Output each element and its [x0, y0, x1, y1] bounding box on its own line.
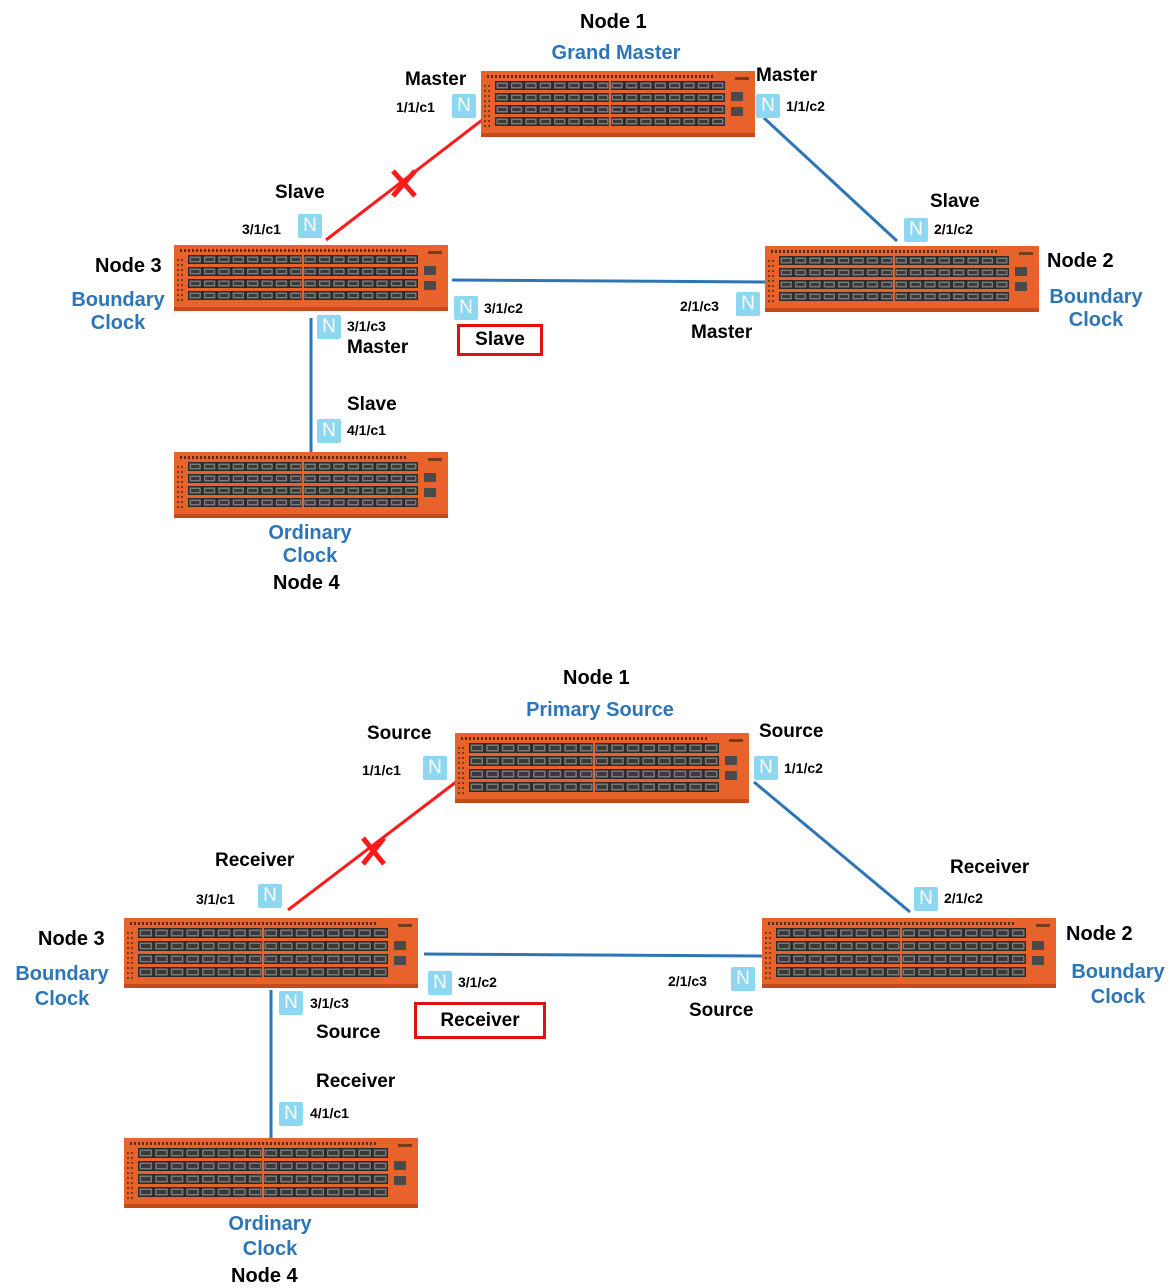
- node3-type-line2: Clock: [90, 312, 146, 334]
- n-badge-icon: N: [428, 971, 452, 995]
- n-badge-icon: N: [298, 214, 322, 238]
- n-badge-icon: N: [258, 884, 282, 908]
- switch-node4: [174, 452, 448, 518]
- n3-right-port: 3/1/c2: [484, 300, 523, 316]
- n-badge-icon: N: [736, 292, 760, 316]
- node4-type-line2: Clock: [282, 545, 338, 567]
- n-badge-icon: N: [423, 756, 447, 780]
- n1-right-role: Master: [756, 65, 818, 86]
- n2-top-port: 2/1/c2: [934, 221, 973, 237]
- n1-right-port: 1/1/c2: [786, 98, 825, 114]
- node1-name: Node 1: [563, 667, 630, 689]
- n-badge-icon: N: [317, 419, 341, 443]
- n2-left-role: Master: [691, 322, 753, 343]
- node3-name: Node 3: [38, 928, 105, 950]
- n-badge-icon: N: [904, 218, 928, 242]
- n3-top-port: 3/1/c1: [242, 221, 281, 237]
- switch-node3: [174, 245, 448, 311]
- node4-name: Node 4: [273, 572, 340, 594]
- node1-name: Node 1: [580, 11, 647, 33]
- n4-top-port: 4/1/c1: [347, 422, 386, 438]
- n2-top-role: Slave: [930, 191, 980, 212]
- n-badge-icon: N: [754, 756, 778, 780]
- n2-left-role: Source: [689, 1000, 754, 1021]
- node1-type: Grand Master: [551, 42, 681, 64]
- node2-type-line2: Clock: [1068, 309, 1124, 331]
- n1-right-role: Source: [759, 721, 824, 742]
- n2-top-port: 2/1/c2: [944, 890, 983, 906]
- n4-top-role: Receiver: [316, 1071, 396, 1092]
- n-badge-icon: N: [731, 967, 755, 991]
- switch-node1: [455, 733, 749, 803]
- node4-name: Node 4: [231, 1265, 298, 1287]
- n-badge-icon: N: [279, 991, 303, 1015]
- n1-left-role: Source: [367, 723, 432, 744]
- node3-type-line2: Clock: [34, 988, 90, 1010]
- node2-name: Node 2: [1066, 923, 1133, 945]
- n2-left-port: 2/1/c3: [680, 298, 719, 314]
- link-node1-node2: [762, 116, 899, 243]
- node2-name: Node 2: [1047, 250, 1114, 272]
- switch-node2: [762, 918, 1056, 988]
- switch-node2: [765, 246, 1039, 312]
- node2-type-line1: Boundary: [1049, 286, 1143, 308]
- n3-bottom-port: 3/1/c3: [347, 318, 386, 334]
- n3-top-role: Receiver: [215, 850, 295, 871]
- n3-bottom-role: Master: [347, 337, 409, 358]
- node3-name: Node 3: [95, 255, 162, 277]
- link-node3-node2: [451, 278, 767, 284]
- n-badge-icon: N: [914, 887, 938, 911]
- n2-left-port: 2/1/c3: [668, 973, 707, 989]
- node4-type-line1: Ordinary: [268, 522, 352, 544]
- n-badge-icon: N: [756, 94, 780, 118]
- link-failure-x-icon: [391, 169, 417, 198]
- n4-top-role: Slave: [347, 394, 397, 415]
- switch-node1: [481, 71, 755, 137]
- switch-node3: [124, 918, 418, 988]
- node2-type-line1: Boundary: [1071, 961, 1165, 983]
- node3-type-line1: Boundary: [15, 963, 109, 985]
- n-badge-icon: N: [317, 315, 341, 339]
- link-node3-node2: [423, 952, 763, 958]
- n3-right-role-highlight: Receiver: [414, 1002, 546, 1039]
- node4-type-line1: Ordinary: [228, 1213, 312, 1235]
- n-badge-icon: N: [452, 94, 476, 118]
- n1-right-port: 1/1/c2: [784, 760, 823, 776]
- n3-top-port: 3/1/c1: [196, 891, 235, 907]
- node4-type-line2: Clock: [242, 1238, 298, 1260]
- n3-right-role-highlight: Slave: [457, 324, 543, 356]
- switch-node4: [124, 1138, 418, 1208]
- n3-top-role: Slave: [275, 182, 325, 203]
- n-badge-icon: N: [279, 1102, 303, 1126]
- n1-left-port: 1/1/c1: [396, 99, 435, 115]
- n4-top-port: 4/1/c1: [310, 1105, 349, 1121]
- links-layer: [309, 115, 899, 454]
- n1-left-role: Master: [405, 69, 467, 90]
- n3-bottom-role: Source: [316, 1022, 381, 1043]
- link-node1-node2: [753, 780, 911, 914]
- n-badge-icon: N: [454, 296, 478, 320]
- node2-type-line2: Clock: [1090, 986, 1146, 1008]
- n1-left-port: 1/1/c1: [362, 762, 401, 778]
- n3-right-port: 3/1/c2: [458, 974, 497, 990]
- node3-type-line1: Boundary: [71, 289, 165, 311]
- link-failure-x-icon: [361, 836, 386, 866]
- n2-top-role: Receiver: [950, 857, 1030, 878]
- n3-bottom-port: 3/1/c3: [310, 995, 349, 1011]
- ptp-diagram: Node 1 Grand Master Master 1/1/c1 N Mast…: [0, 0, 1174, 600]
- node1-type: Primary Source: [526, 699, 674, 721]
